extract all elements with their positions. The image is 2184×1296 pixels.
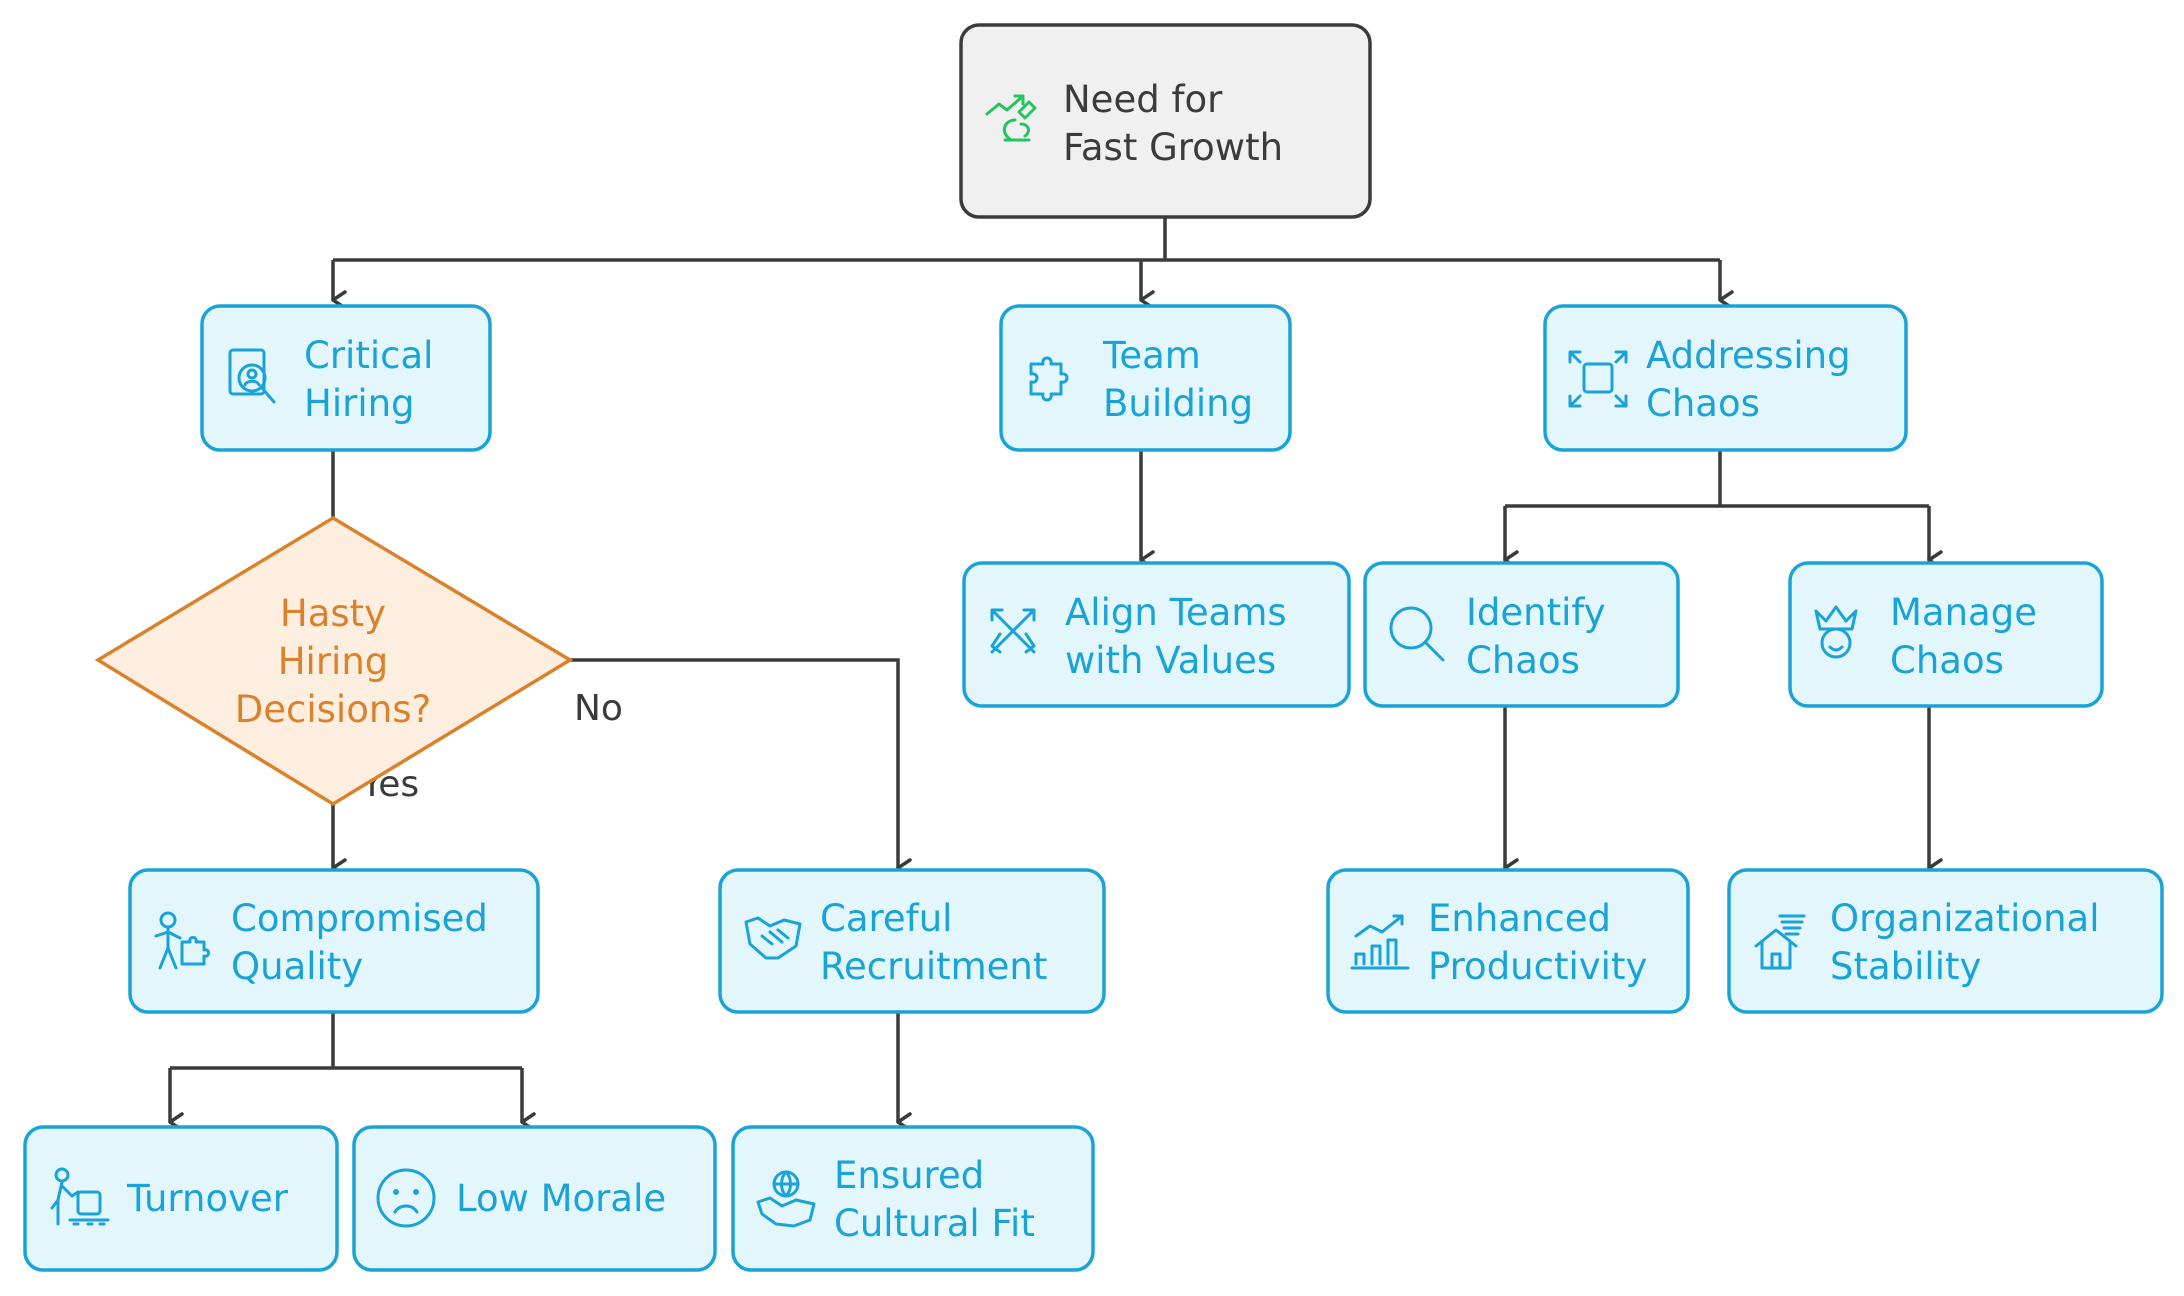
node-label-line: Compromised bbox=[231, 897, 488, 940]
node-ensured-cultural-fit[interactable]: Ensured Cultural Fit bbox=[731, 1125, 1095, 1272]
node-label-line: Need for bbox=[1063, 78, 1223, 121]
node-need-for-fast-growth[interactable]: Need for Fast Growth bbox=[959, 23, 1372, 219]
bar-chart-up-icon bbox=[1350, 914, 1410, 970]
decision-label-line: Hasty bbox=[280, 592, 386, 635]
edge-hasty-no bbox=[570, 658, 912, 878]
node-critical-hiring[interactable]: Critical Hiring bbox=[200, 304, 492, 452]
node-label-line: Chaos bbox=[1646, 382, 1760, 425]
node-addressing-chaos[interactable]: Addressing Chaos bbox=[1543, 304, 1908, 452]
node-enhanced-productivity[interactable]: Enhanced Productivity bbox=[1326, 868, 1690, 1014]
node-label-line: Building bbox=[1103, 382, 1253, 425]
node-label-line: Hiring bbox=[304, 382, 415, 425]
node-label-line: Careful bbox=[820, 897, 952, 940]
node-label-line: Chaos bbox=[1890, 639, 2004, 682]
node-label-line: Align Teams bbox=[1065, 591, 1287, 634]
crossed-arrows-icon bbox=[990, 608, 1036, 654]
node-label-line: Critical bbox=[304, 334, 433, 377]
growth-rocket-icon bbox=[985, 94, 1037, 142]
candidate-search-icon bbox=[228, 348, 276, 404]
node-label-line: Fast Growth bbox=[1063, 126, 1283, 169]
person-puzzle-icon bbox=[154, 911, 210, 970]
node-low-morale[interactable]: Low Morale bbox=[352, 1125, 717, 1272]
node-label-line: Ensured bbox=[834, 1154, 984, 1197]
node-compromised-quality[interactable]: Compromised Quality bbox=[128, 868, 540, 1014]
decision-label-line: Decisions? bbox=[235, 688, 431, 731]
edge-chaos-trunk bbox=[1505, 450, 1929, 508]
node-organizational-stability[interactable]: Organizational Stability bbox=[1727, 868, 2164, 1014]
puzzle-icon bbox=[1029, 356, 1069, 402]
node-label-line: Manage bbox=[1890, 591, 2037, 634]
luggage-person-icon bbox=[50, 1167, 110, 1226]
handshake-icon bbox=[744, 916, 802, 960]
node-manage-chaos[interactable]: Manage Chaos bbox=[1788, 561, 2104, 708]
node-label-line: Team bbox=[1102, 334, 1201, 377]
node-label-line: Chaos bbox=[1466, 639, 1580, 682]
node-label-line: Organizational bbox=[1830, 897, 2100, 940]
node-label-line: Enhanced bbox=[1428, 897, 1611, 940]
sad-face-icon bbox=[376, 1168, 436, 1228]
decision-label-line: Hiring bbox=[278, 640, 389, 683]
node-label-line: Quality bbox=[231, 945, 363, 988]
node-label-line: Turnover bbox=[126, 1177, 289, 1220]
edges bbox=[168, 217, 1943, 1132]
node-label-line: Recruitment bbox=[820, 945, 1047, 988]
edge-label-no: No bbox=[574, 688, 623, 729]
node-label-line: Stability bbox=[1830, 945, 1981, 988]
edge-root-critical-hiring bbox=[333, 258, 1720, 300]
node-label-line: with Values bbox=[1065, 639, 1276, 682]
globe-handshake-icon bbox=[756, 1170, 816, 1228]
node-align-teams[interactable]: Align Teams with Values bbox=[962, 561, 1351, 708]
node-label-line: Low Morale bbox=[456, 1177, 666, 1220]
node-label-line: Productivity bbox=[1428, 945, 1647, 988]
node-team-building[interactable]: Team Building bbox=[999, 304, 1292, 452]
node-identify-chaos[interactable]: Identify Chaos bbox=[1363, 561, 1680, 708]
node-label-line: Cultural Fit bbox=[834, 1202, 1035, 1245]
node-label-line: Identify bbox=[1466, 591, 1606, 634]
node-careful-recruitment[interactable]: Careful Recruitment bbox=[718, 868, 1106, 1014]
decision-hasty-hiring[interactable]: Hasty Hiring Decisions? bbox=[94, 515, 574, 807]
expand-arrows-icon bbox=[1568, 350, 1628, 408]
house-tornado-icon bbox=[1754, 914, 1806, 970]
node-label-line: Addressing bbox=[1646, 334, 1851, 377]
crowned-face-icon bbox=[1814, 605, 1858, 659]
node-turnover[interactable]: Turnover bbox=[23, 1125, 339, 1272]
edge-quality-trunk bbox=[170, 1012, 522, 1070]
magnifier-icon bbox=[1389, 606, 1445, 662]
